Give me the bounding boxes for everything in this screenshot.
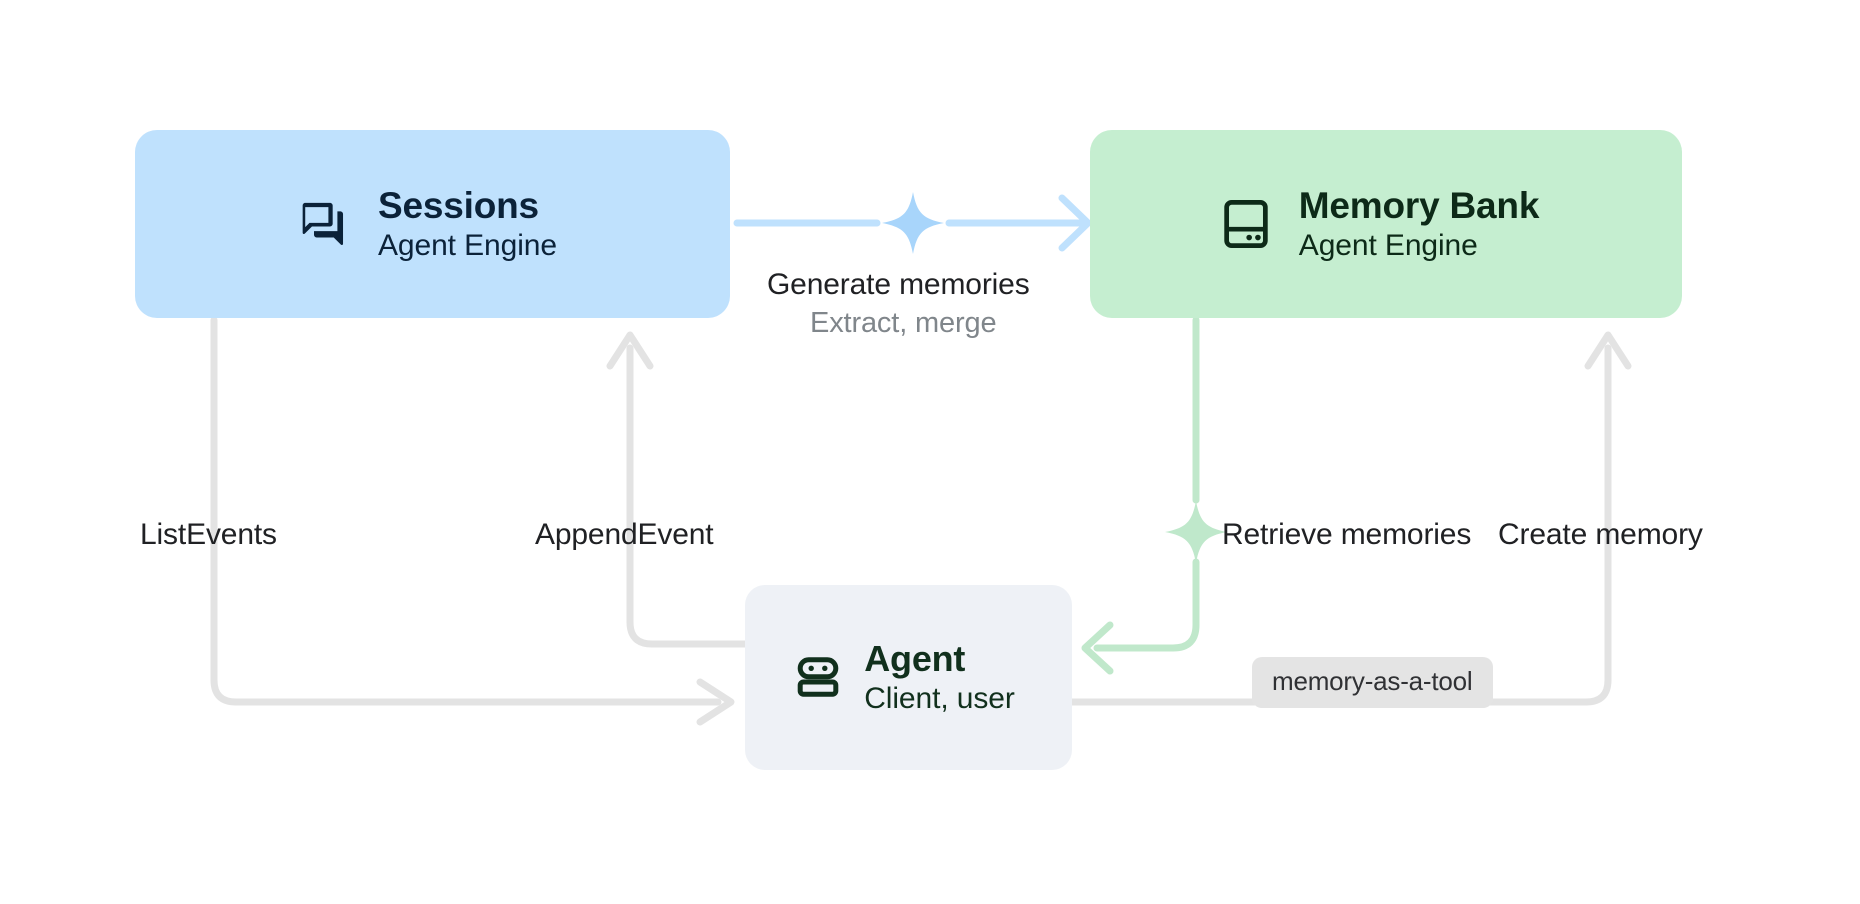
node-agent[interactable]: Agent Client, user	[745, 585, 1072, 770]
edge-append-event-arrowhead	[606, 331, 654, 370]
edge-append-event	[626, 344, 749, 648]
edge-label-append-event: AppendEvent	[535, 518, 714, 551]
edge-list-events	[210, 316, 722, 706]
edge-list-events-arrowhead	[696, 678, 735, 726]
database-icon	[1224, 200, 1268, 248]
node-agent-text: Agent Client, user	[864, 637, 1015, 715]
node-sessions-title: Sessions	[378, 184, 539, 226]
node-sessions-text: Sessions Agent Engine	[378, 184, 557, 262]
edge-generate-memories-arrowhead	[1058, 194, 1092, 252]
node-memory-bank-subtitle: Agent Engine	[1298, 228, 1478, 262]
edge-retrieve-memories-lower	[1093, 558, 1200, 652]
node-sessions-subtitle: Agent Engine	[378, 228, 557, 262]
sparkle-icon	[882, 192, 944, 254]
edge-sublabel-generate-memories: Extract, merge	[810, 307, 997, 339]
edge-label-retrieve-memories: Retrieve memories	[1222, 518, 1472, 551]
edge-label-generate-memories: Generate memories	[767, 268, 1030, 301]
edge-label-create-memory: Create memory	[1498, 518, 1703, 551]
node-agent-title: Agent	[864, 637, 966, 679]
edge-create-memory-arrowhead	[1584, 331, 1632, 370]
node-memory-bank-content: Memory Bank Agent Engine	[1221, 184, 1540, 262]
edge-retrieve-memories-arrowhead	[1081, 621, 1114, 675]
sparkle-icon	[1165, 501, 1227, 563]
edge-create-memory	[1068, 344, 1612, 706]
node-sessions[interactable]: Sessions Agent Engine	[135, 130, 730, 318]
robot-icon	[797, 657, 839, 698]
node-memory-bank[interactable]: Memory Bank Agent Engine	[1090, 130, 1682, 318]
node-sessions-content: Sessions Agent Engine	[296, 184, 557, 262]
node-agent-subtitle: Client, user	[864, 681, 1015, 715]
edge-label-list-events: ListEvents	[140, 518, 277, 551]
node-memory-bank-title: Memory Bank	[1298, 184, 1540, 226]
node-agent-content: Agent Client, user	[794, 637, 1015, 715]
node-memory-bank-text: Memory Bank Agent Engine	[1298, 184, 1540, 262]
forum-icon	[302, 202, 344, 246]
badge-memory-as-a-tool: memory-as-a-tool	[1252, 657, 1493, 708]
